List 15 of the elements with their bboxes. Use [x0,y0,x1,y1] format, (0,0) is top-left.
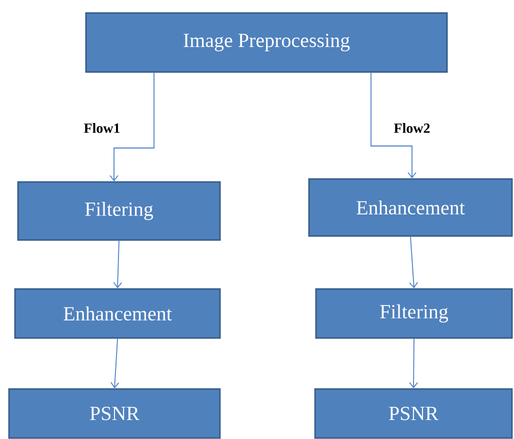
arrow [409,338,418,388]
arrow [110,338,120,388]
process-box: Image Preprocessing [85,12,448,73]
arrow [110,72,154,182]
edge-label: Flow1 [82,122,122,134]
arrow [409,236,418,288]
process-box: Filtering [315,288,513,339]
process-box: Filtering [17,181,221,241]
process-box: PSNR [314,388,513,439]
arrow [370,72,416,178]
process-box: PSNR [8,388,221,439]
arrow [113,240,122,288]
process-box: Enhancement [308,178,513,237]
edge-label: Flow2 [392,122,432,134]
process-box: Enhancement [14,288,221,339]
